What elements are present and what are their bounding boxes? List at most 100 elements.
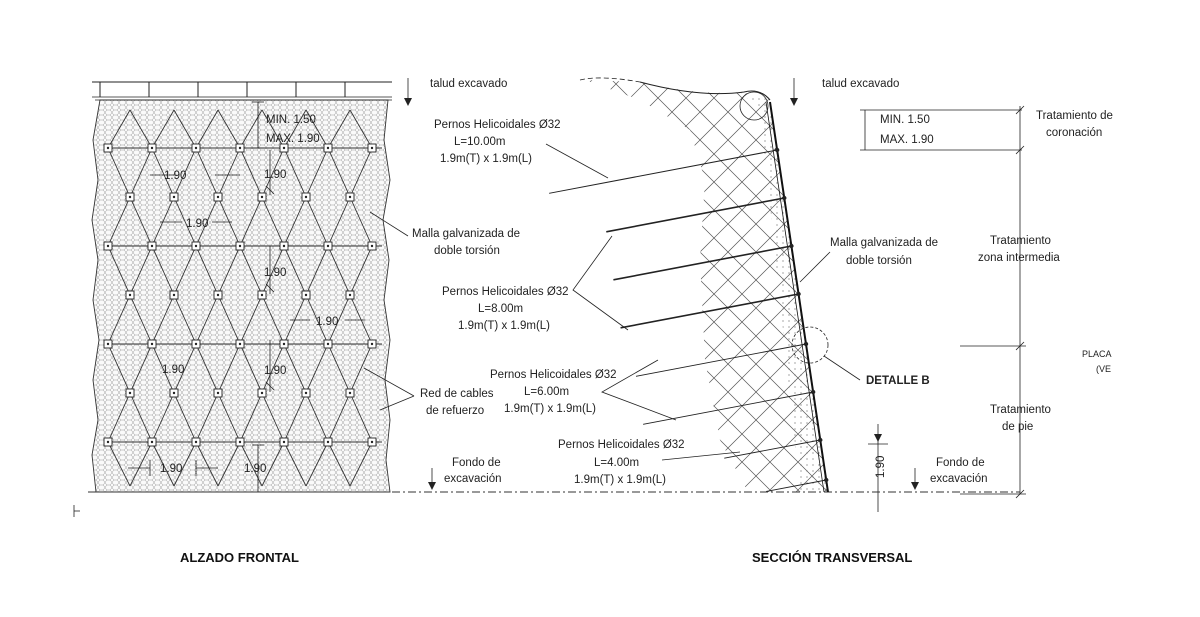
bolt-head [282,244,286,248]
front-max-label: MAX. 1.90 [266,133,320,145]
bolt-anchor-head [810,389,816,395]
bolt-head [326,244,330,248]
cable [195,294,219,345]
front-mesh-label: Malla galvanizada de [412,228,520,240]
front-spacing-label: 1.90 [264,365,286,377]
cable [151,109,175,149]
bolt-anchor-head [803,341,809,347]
cable [129,441,153,487]
cable [327,343,351,394]
bolt-head [370,440,374,444]
section-bottom-dim: 1.90 [875,456,887,478]
side-label: (VE [1096,364,1111,374]
bolt-head [348,293,352,297]
cable [107,196,131,247]
bolt-head [238,440,242,444]
section-bottom-label: Fondo de [936,457,985,469]
cable [107,343,131,394]
bolt-head [260,391,264,395]
cable [261,147,285,198]
helical-bolt [606,197,785,233]
cable [107,441,131,487]
bolt-head [216,391,220,395]
bolt-anchor-head [824,477,829,483]
cable [261,294,285,345]
cable [349,245,373,296]
bolt-head [282,440,286,444]
front-cables-label: de refuerzo [426,405,484,417]
bolt-head [260,195,264,199]
top-strip [92,81,392,101]
cable [283,109,307,149]
cable [173,441,197,487]
cable [107,245,131,296]
section-bottom-label: excavación [930,473,988,485]
zone-label: coronación [1046,127,1102,139]
helical-bolt [549,149,778,194]
cable [239,147,263,198]
front-spacing-label: 1.90 [264,267,286,279]
helical-bolts [549,147,829,492]
cable [173,196,197,247]
cable [151,441,175,487]
cable [217,147,241,198]
bolt-head [282,146,286,150]
cable [151,147,175,198]
zone-label: zona intermedia [978,252,1060,264]
cable [261,245,285,296]
cable [283,294,307,345]
bolt-head [194,342,198,346]
bolt-head [106,244,110,248]
cable [151,196,175,247]
bolt-group-spacing: 1.9m(T) x 1.9m(L) [458,320,550,332]
zone-label: de pie [1002,421,1033,433]
bolt-group-length: L=6.00m [524,386,569,398]
helical-bolt [613,245,792,281]
bolt-head [326,440,330,444]
cable [217,441,241,487]
bolt-head [172,293,176,297]
section-min-label: MIN. 1.50 [880,114,930,126]
cable [217,392,241,443]
helical-bolt [643,391,814,425]
bolt-head [326,342,330,346]
detail-label: DETALLE B [866,375,930,387]
cable [217,343,241,394]
cable [283,196,307,247]
bolt-head [128,195,132,199]
cable [107,109,131,149]
cable [195,196,219,247]
section-mesh-label: doble torsión [846,255,912,267]
cable [151,343,175,394]
cable [283,147,307,198]
bolt-group-spacing: 1.9m(T) x 1.9m(L) [574,474,666,486]
bolt-head [238,146,242,150]
cable [349,294,373,345]
front-mesh-label: doble torsión [434,245,500,257]
bolt-head [370,342,374,346]
section-title: SECCIÓN TRANSVERSAL [752,550,912,565]
bolt-anchor-head [818,437,823,443]
bolt-group-name: Pernos Helicoidales Ø32 [558,439,685,451]
bolt-head [238,342,242,346]
section-max-label: MAX. 1.90 [880,134,934,146]
cable [327,392,351,443]
helical-bolt [620,293,799,329]
cable [195,343,219,394]
front-bottom-label: excavación [444,473,502,485]
front-top-label: talud excavado [430,78,507,90]
side-label: PLACA [1082,349,1112,359]
section-mesh-label: Malla galvanizada de [830,237,938,249]
cable [195,441,219,487]
cable [129,109,153,149]
cable [283,441,307,487]
bolt-plates [103,143,377,447]
bolt-group-spacing: 1.9m(T) x 1.9m(L) [504,403,596,415]
bolt-head [370,244,374,248]
cable [151,245,175,296]
bolt-head [304,391,308,395]
front-spacing-label: 1.90 [264,169,286,181]
bolt-group-name: Pernos Helicoidales Ø32 [490,369,617,381]
cable [283,245,307,296]
